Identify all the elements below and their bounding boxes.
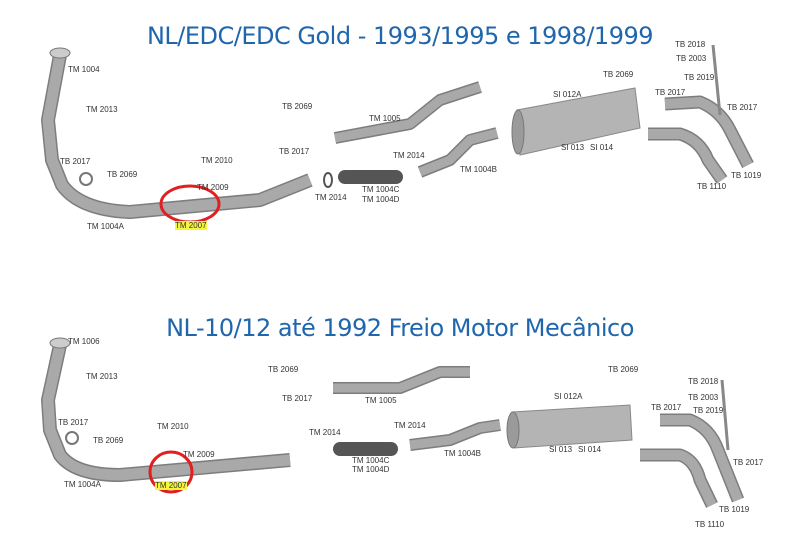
part-label: TB 2017 — [651, 403, 682, 412]
part-label: TB 2019 — [693, 406, 724, 415]
part-label: SI 014 — [578, 445, 602, 454]
highlighted-part-label: TM 2007 — [175, 221, 207, 230]
part-label: TM 2014 — [309, 428, 341, 437]
part-label: TM 2010 — [201, 156, 233, 165]
part-label: TM 2013 — [86, 372, 118, 381]
part-label: TB 2003 — [676, 54, 707, 63]
part-label: SI 014 — [590, 143, 614, 152]
part-label: TB 2069 — [107, 170, 138, 179]
part-label: TB 2069 — [93, 436, 124, 445]
part-label: TB 2018 — [688, 377, 719, 386]
part-label: TM 1004A — [87, 222, 124, 231]
part-label: TM 2014 — [393, 151, 425, 160]
part-label: TM 2009 — [183, 450, 215, 459]
part-label: TB 2017 — [279, 147, 310, 156]
part-label: SI 013 — [561, 143, 585, 152]
part-label: TM 1005 — [365, 396, 397, 405]
part-label: TM 1004B — [444, 449, 481, 458]
highlight-circle — [148, 450, 194, 494]
part-label: TB 2069 — [268, 365, 299, 374]
part-label: SI 012A — [554, 392, 583, 401]
part-label: SI 013 — [549, 445, 573, 454]
part-label: TM 1005 — [369, 114, 401, 123]
part-label: TB 2069 — [603, 70, 634, 79]
part-label: TM 2009 — [197, 183, 229, 192]
part-label: TM 2013 — [86, 105, 118, 114]
part-label: TM 1004D — [352, 465, 390, 474]
part-label: TB 1110 — [695, 520, 725, 529]
part-label: TB 2017 — [282, 394, 313, 403]
part-label: TB 2018 — [675, 40, 706, 49]
part-label: TB 1019 — [731, 171, 762, 180]
part-label: TB 2017 — [733, 458, 764, 467]
part-label: TB 2069 — [282, 102, 313, 111]
part-label: TM 1004B — [460, 165, 497, 174]
part-label: TM 2010 — [157, 422, 189, 431]
part-label: TB 2019 — [684, 73, 715, 82]
highlighted-part-label: TM 2007 — [155, 481, 187, 490]
diagram-title-bottom: NL-10/12 até 1992 Freio Motor Mecânico — [166, 314, 634, 342]
part-label: TM 1004C — [362, 185, 400, 194]
part-label: TM 1004C — [352, 456, 390, 465]
part-label: TM 2014 — [394, 421, 426, 430]
part-label: TM 2014 — [315, 193, 347, 202]
bottom-exhaust-system — [41, 337, 745, 508]
part-label: TM 1004D — [362, 195, 400, 204]
part-label: TM 1004 — [68, 65, 100, 74]
top-exhaust-system — [41, 44, 754, 224]
diagram-title-top: NL/EDC/EDC Gold - 1993/1995 e 1998/1999 — [146, 22, 654, 50]
part-label: TB 1019 — [719, 505, 750, 514]
part-label: TB 2003 — [688, 393, 719, 402]
part-label: SI 012A — [553, 90, 582, 99]
part-label: TM 1006 — [68, 337, 100, 346]
part-label: TB 2017 — [727, 103, 758, 112]
part-label: TB 2017 — [58, 418, 89, 427]
part-label: TB 2069 — [608, 365, 639, 374]
part-label: TB 2017 — [655, 88, 686, 97]
part-label: TB 1110 — [697, 182, 727, 191]
part-label: TM 1004A — [64, 480, 101, 489]
part-label: TB 2017 — [60, 157, 91, 166]
